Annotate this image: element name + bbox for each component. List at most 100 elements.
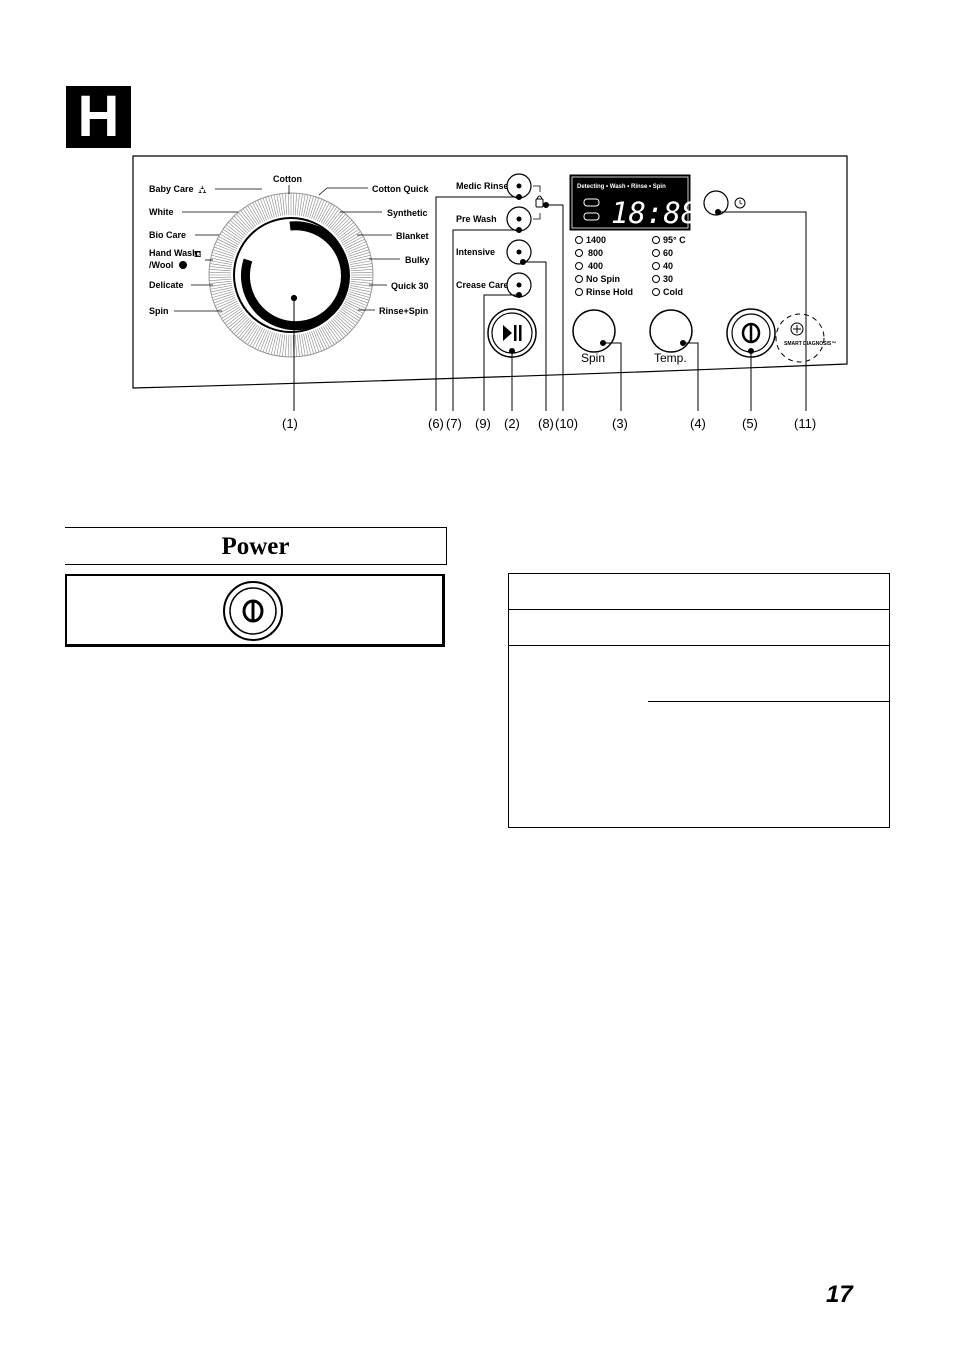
dial-tick (279, 334, 283, 357)
dial-tick (212, 291, 234, 298)
program-dial[interactable] (208, 192, 374, 358)
dial-tick (305, 333, 312, 355)
dial-tick (299, 334, 303, 357)
dial-tick (212, 293, 235, 301)
dial-tick (214, 297, 236, 306)
power-section-title: Power (221, 532, 290, 560)
baby-care-icon: ⛼ (198, 184, 207, 196)
dial-tick (350, 266, 373, 270)
dial-tick (217, 238, 238, 249)
dial-tick (341, 306, 361, 319)
dial-tick (294, 334, 298, 357)
dial-tick (348, 291, 370, 298)
dial-tick (330, 319, 347, 337)
dial-tick (265, 331, 273, 354)
dial-tick (210, 285, 232, 290)
dial-tick (301, 194, 306, 216)
display-digits: 18:88 (611, 196, 698, 230)
dial-tick (317, 201, 328, 222)
power-icon (223, 581, 283, 641)
program-blanket: Blanket (396, 231, 429, 241)
section-letter-badge: H (66, 86, 131, 148)
wool-icon (179, 261, 187, 269)
dial-tick (335, 314, 353, 331)
dial-tick (222, 308, 242, 322)
dial-tick (209, 278, 232, 282)
dial-tick (212, 249, 235, 257)
dial-tick (345, 299, 367, 309)
dial-tick (347, 293, 370, 301)
program-synthetic: Synthetic (387, 208, 428, 218)
program-hand-wash: Hand Wash (149, 248, 198, 258)
callout-1: (1) (282, 416, 298, 431)
dial-tick (215, 241, 237, 251)
dial-tick (347, 249, 370, 257)
dial-tick (320, 203, 333, 224)
dial-tick (249, 203, 262, 224)
temp-options: 95° C 60 40 30 Cold (652, 235, 686, 297)
dial-tick (342, 233, 363, 246)
smart-diagnosis-icon (790, 322, 804, 336)
dial-tick (265, 196, 273, 219)
dial-tick (349, 287, 372, 293)
dial-tick (299, 193, 303, 216)
dial-tick (270, 333, 277, 355)
table-divider (509, 645, 889, 646)
program-cotton: Cotton (273, 174, 302, 184)
dial-tick (320, 326, 333, 347)
spin-option-400: 400 (588, 261, 603, 271)
dial-tick (311, 331, 320, 353)
dial-tick (341, 231, 361, 244)
dial-tick (313, 330, 322, 352)
dial-tick (252, 202, 264, 223)
dial-tick (262, 197, 271, 219)
dial-tick (332, 317, 349, 335)
dial-tick (336, 313, 355, 328)
dial-tick (294, 193, 298, 216)
dial-tick (303, 333, 309, 356)
dial-tick (227, 222, 246, 237)
dial-tick (349, 257, 372, 263)
dial-tick (282, 334, 286, 357)
dial-tick (335, 219, 353, 236)
dial-tick (242, 323, 256, 342)
dial-tick (309, 331, 317, 354)
dial-tick (350, 276, 373, 279)
temp-button[interactable]: Temp. (649, 309, 693, 365)
dial-tick (282, 193, 286, 216)
delay-end-button[interactable] (703, 190, 746, 216)
dial-tick (262, 331, 271, 353)
dial-tick (296, 193, 300, 216)
dial-tick (350, 263, 373, 267)
dial-tick (270, 195, 277, 217)
dial-tick (219, 304, 240, 317)
callout-5: (5) (742, 416, 758, 431)
dial-tick (209, 263, 232, 267)
dial-tick (350, 283, 373, 287)
dial-ticks (209, 193, 373, 357)
option-pre-wash-label: Pre Wash (456, 214, 497, 224)
dial-tick (260, 330, 269, 352)
spin-options: 1400 800 400 No Spin Rinse Hold (575, 235, 633, 297)
option-medic-rinse-label: Medic Rinse (456, 181, 509, 191)
page-number: 17 (826, 1281, 853, 1308)
spin-option-1400: 1400 (586, 235, 606, 245)
dial-tick (244, 324, 258, 344)
dial-tick (209, 271, 232, 274)
dial-tick (287, 334, 290, 357)
dial-tick (284, 334, 288, 357)
dial-tick (257, 199, 267, 221)
smart-diagnosis-label: SMART DIAGNOSIS™ (784, 341, 836, 347)
dial-tick (350, 268, 373, 272)
dial-tick (307, 196, 314, 218)
dial-knob-shadow (240, 221, 350, 331)
dial-tick (324, 324, 338, 344)
dial-tick (315, 199, 325, 221)
program-bulky: Bulky (405, 255, 430, 265)
dial-tick (226, 311, 244, 326)
dial-tick (296, 334, 300, 357)
dial-tick (219, 233, 240, 246)
dial-tick (344, 238, 365, 249)
dial-tick (346, 297, 368, 306)
program-quick-30: Quick 30 (391, 281, 429, 291)
